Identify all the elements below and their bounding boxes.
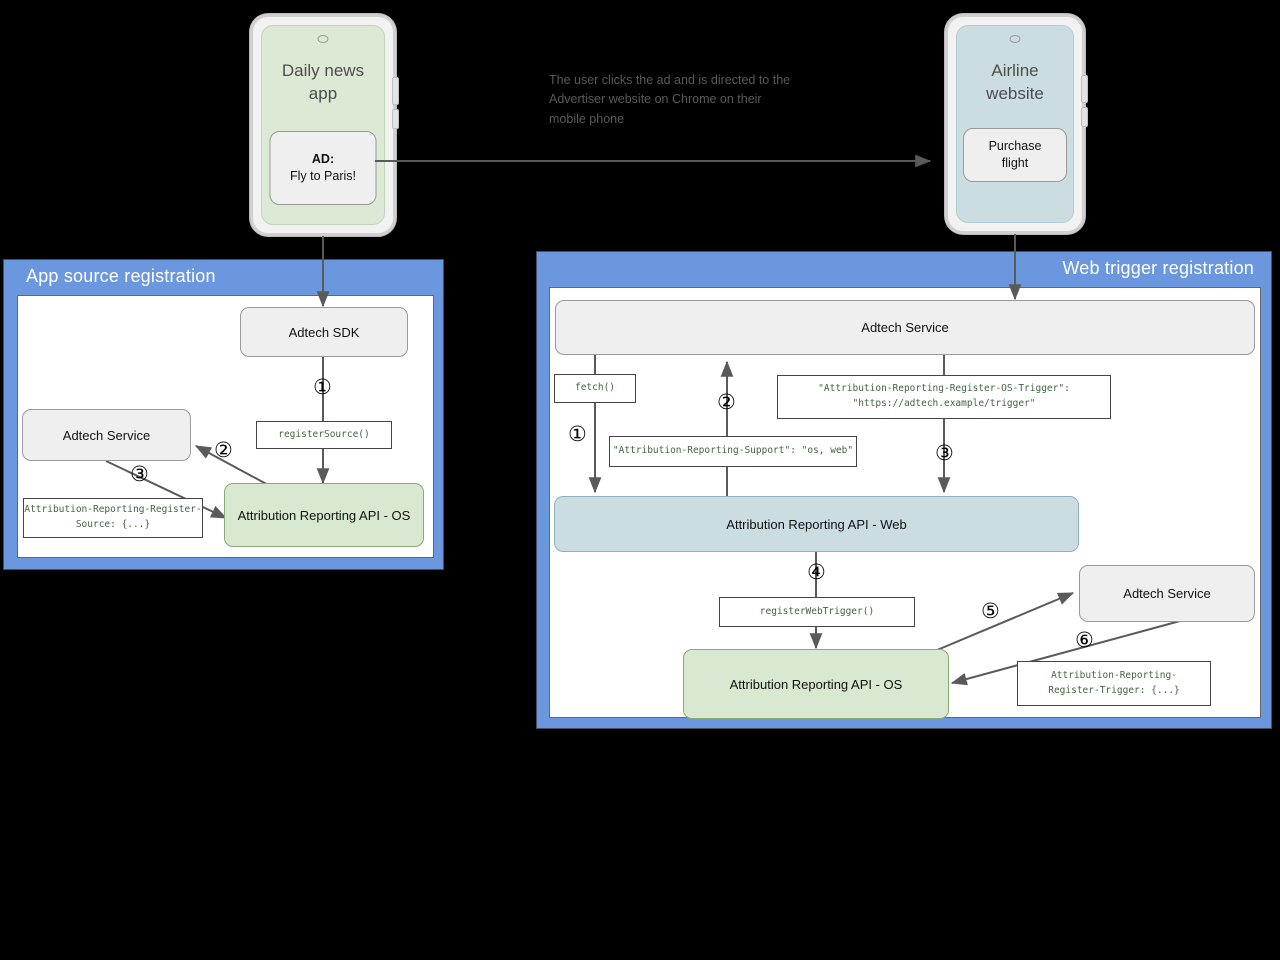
node-attribution-api-os-right[interactable]: Attribution Reporting API - OS: [683, 649, 949, 719]
step-marker-6-right: ⑥: [1075, 628, 1094, 652]
code-register-source-header: Attribution-Reporting-Register- Source: …: [23, 498, 203, 538]
node-adtech-sdk[interactable]: Adtech SDK: [240, 307, 408, 357]
phone-right-title: Airline website: [986, 61, 1044, 103]
node-adtech-service-top-right[interactable]: Adtech Service: [555, 300, 1255, 355]
purchase-label-line2: flight: [1001, 156, 1029, 170]
step-marker-2-left: ②: [214, 438, 233, 462]
purchase-flight-button[interactable]: Purchase flight: [963, 128, 1067, 182]
phone-left-power-button: [392, 109, 399, 129]
step-marker-3-left: ③: [130, 462, 149, 486]
camera-icon: [317, 35, 329, 43]
code-attribution-support-text: "Attribution-Reporting-Support": "os, we…: [612, 445, 854, 457]
code-attribution-support-header: "Attribution-Reporting-Support": "os, we…: [609, 436, 857, 467]
node-adtech-service-top-right-label: Adtech Service: [861, 320, 949, 335]
flow-caption: The user clicks the ad and is directed t…: [549, 73, 791, 126]
code-register-trigger-line2: Register-Trigger: {...}: [1048, 684, 1180, 696]
node-attribution-api-os-left[interactable]: Attribution Reporting API - OS: [224, 483, 424, 547]
node-adtech-service-bottom-right[interactable]: Adtech Service: [1079, 565, 1255, 622]
code-fetch: fetch(): [554, 374, 636, 403]
node-attribution-api-web[interactable]: Attribution Reporting API - Web: [554, 496, 1079, 552]
phone-left: Daily news app AD: Fly to Paris!: [250, 14, 399, 236]
code-register-source-header-line1: Attribution-Reporting-Register-: [24, 504, 202, 516]
phone-right-power-button: [1081, 107, 1088, 127]
phone-left-title: Daily news app: [281, 61, 365, 103]
ad-text: Fly to Paris!: [290, 169, 356, 183]
step-marker-1-left: ①: [313, 375, 332, 399]
code-register-web-trigger-text: registerWebTrigger(): [759, 605, 875, 617]
step-marker-2-right: ②: [717, 390, 736, 414]
ad-label: AD:: [311, 152, 335, 167]
code-register-source-text: registerSource(): [278, 428, 370, 440]
code-os-trigger-line2: "https://adtech.example/trigger": [852, 398, 1036, 409]
code-register-trigger-line1: Attribution-Reporting-: [1051, 669, 1177, 681]
node-attribution-api-os-right-label: Attribution Reporting API - OS: [729, 676, 903, 692]
code-register-trigger-header: Attribution-Reporting- Register-Trigger:…: [1017, 661, 1211, 706]
node-adtech-service-left[interactable]: Adtech Service: [22, 409, 191, 461]
panel-web-trigger-title: Web trigger registration: [1062, 258, 1254, 278]
code-os-trigger-header: "Attribution-Reporting-Register-OS-Trigg…: [777, 375, 1111, 419]
step-marker-5-right: ⑤: [981, 599, 1000, 623]
node-adtech-service-bottom-right-label: Adtech Service: [1123, 586, 1211, 601]
phone-right: Airline website Purchase flight: [945, 14, 1088, 234]
node-adtech-service-left-label: Adtech Service: [62, 427, 151, 443]
panel-app-source-title: App source registration: [26, 266, 216, 286]
phone-right-volume-button: [1081, 75, 1088, 103]
phone-right-screen: Airline website Purchase flight: [956, 25, 1074, 223]
phone-left-volume-button: [392, 77, 399, 105]
code-register-web-trigger: registerWebTrigger(): [719, 597, 915, 627]
code-os-trigger-line1: "Attribution-Reporting-Register-OS-Trigg…: [818, 383, 1070, 395]
code-register-source-header-line2: Source: {...}: [75, 519, 151, 530]
purchase-label-line1: Purchase: [988, 139, 1042, 154]
camera-icon: [1009, 35, 1021, 43]
ad-card[interactable]: AD: Fly to Paris!: [269, 131, 377, 205]
phone-left-screen: Daily news app AD: Fly to Paris!: [261, 25, 385, 225]
step-marker-1-right: ①: [568, 422, 587, 446]
node-adtech-sdk-label: Adtech SDK: [288, 324, 360, 340]
node-attribution-api-os-left-label: Attribution Reporting API - OS: [237, 507, 411, 523]
node-attribution-api-web-label: Attribution Reporting API - Web: [726, 516, 907, 532]
step-marker-3-right: ③: [935, 441, 954, 465]
step-marker-4-right: ④: [807, 560, 826, 584]
code-register-source: registerSource(): [256, 421, 392, 449]
code-fetch-text: fetch(): [574, 382, 616, 394]
